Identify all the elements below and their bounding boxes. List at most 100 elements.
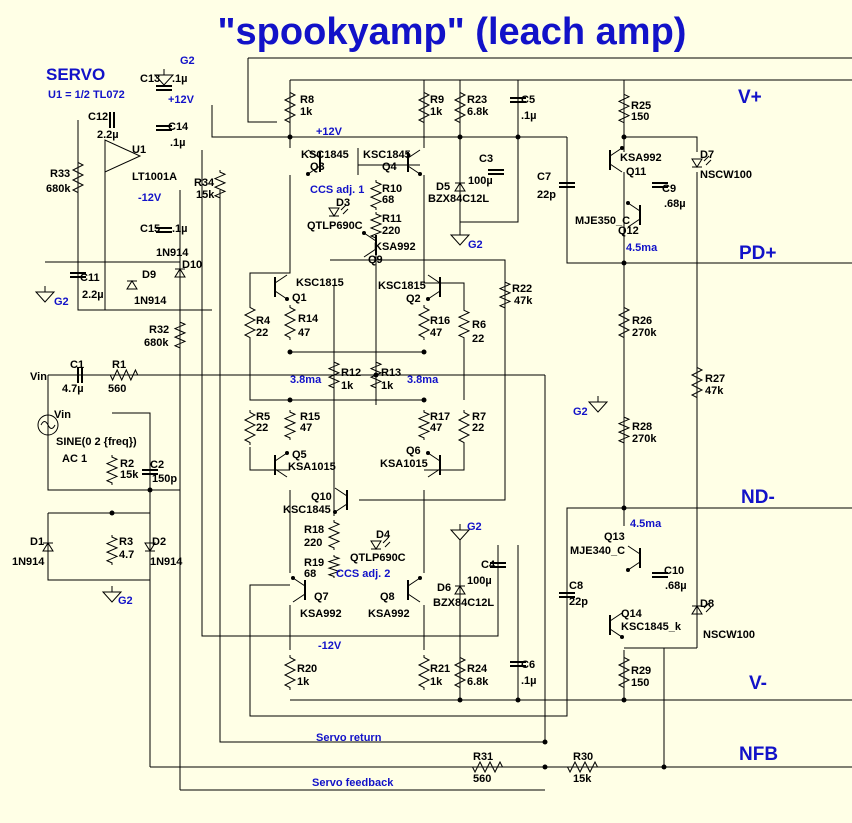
sine-spec: SINE(0 2 {freq}) — [56, 436, 137, 448]
u1-part: LT1001A — [132, 171, 177, 183]
servo-return-label: Servo return — [316, 732, 382, 744]
r27-value: 47k — [705, 385, 724, 397]
servo-return — [219, 190, 546, 743]
r14-ref: R14 — [298, 313, 319, 325]
sine-source — [37, 414, 59, 436]
transistor-q5 — [274, 451, 289, 478]
q12-ref: Q12 — [618, 225, 639, 237]
c2-ref: C2 — [150, 459, 164, 471]
p12-rail — [211, 105, 567, 138]
led-d8 — [691, 602, 712, 615]
r18-value: 220 — [304, 537, 322, 549]
junction — [542, 739, 548, 745]
resistor-r15 — [283, 410, 297, 440]
capacitor-c8 — [559, 592, 575, 598]
transistor-q13 — [626, 545, 641, 572]
r11-ref: R11 — [382, 213, 402, 225]
c5-value: .1µ — [521, 110, 537, 122]
transistor-q14 — [609, 612, 624, 639]
r20-ref: R20 — [297, 663, 317, 675]
q2-part: KSC1815 — [378, 280, 426, 292]
c7-value: 22p — [537, 189, 556, 201]
r33-ref: R33 — [50, 168, 70, 180]
r25-value: 150 — [631, 111, 649, 123]
diode-d10 — [174, 268, 186, 278]
c9-ref: C9 — [662, 183, 676, 195]
c2-value: 150p — [152, 473, 177, 485]
r2-ref: R2 — [120, 458, 134, 470]
r6-ref: R6 — [472, 319, 486, 331]
net-ndminus: ND- — [741, 487, 775, 508]
resistor-r20 — [283, 655, 297, 690]
resistor-r1 — [108, 368, 140, 382]
resistor-r8 — [283, 90, 297, 125]
d4-part: QTLP690C — [350, 552, 406, 564]
resistor-r18 — [327, 520, 341, 550]
d8-part: NSCW100 — [703, 629, 755, 641]
vin-source-label: Vin — [54, 409, 71, 421]
transistor-q10 — [333, 487, 348, 514]
resistor-r23 — [453, 90, 467, 125]
r12-ref: R12 — [341, 367, 361, 379]
c14-ref: C14 — [168, 121, 189, 133]
q5-ref: Q5 — [292, 449, 307, 461]
current-q13: 4.5ma — [630, 518, 662, 530]
r21-ref: R21 — [430, 663, 450, 675]
r29-ref: R29 — [631, 665, 651, 677]
q8-ref: Q8 — [380, 591, 395, 603]
r17-ref: R17 — [430, 411, 450, 423]
g2-label-input: G2 — [118, 595, 133, 607]
q2-ref: Q2 — [406, 293, 421, 305]
resistor-r13 — [369, 360, 383, 390]
junction — [147, 487, 153, 493]
resistor-r32 — [173, 320, 187, 350]
q11-part: KSA992 — [620, 152, 662, 164]
capacitor-c10 — [652, 572, 668, 578]
r18-ref: R18 — [304, 524, 324, 536]
resistor-r17 — [417, 410, 431, 440]
d9-ref: D9 — [142, 269, 156, 281]
c15-value: .1µ — [172, 223, 188, 235]
r5-value: 22 — [256, 422, 268, 434]
wire — [330, 259, 506, 501]
junction — [421, 397, 427, 403]
d2-ref: D2 — [152, 536, 166, 548]
junction — [661, 764, 667, 770]
d3-ref: D3 — [336, 197, 350, 209]
c9-value: .68µ — [664, 198, 686, 210]
ccs-adj-2: CCS adj. 2 — [336, 568, 390, 580]
c8-ref: C8 — [569, 580, 583, 592]
title: "spookyamp" (leach amp) — [218, 11, 687, 53]
diode-d1 — [42, 542, 54, 552]
q14-ref: Q14 — [621, 608, 643, 620]
transistor-q9 — [362, 231, 377, 258]
zener-d6 — [454, 585, 466, 595]
r8-value: 1k — [300, 106, 313, 118]
opamp-u1 — [104, 139, 142, 173]
g2-label-servo: G2 — [54, 296, 69, 308]
transistor-q1 — [274, 274, 289, 301]
q9-ref: Q9 — [368, 254, 383, 266]
q1-ref: Q1 — [292, 292, 307, 304]
wire — [460, 80, 519, 223]
wire — [112, 412, 151, 767]
r14-value: 47 — [298, 327, 310, 339]
c7-ref: C7 — [537, 171, 551, 183]
junction — [287, 349, 293, 355]
r6-value: 22 — [472, 333, 484, 345]
resistor-r3 — [105, 535, 119, 565]
g2-label-d6: G2 — [467, 521, 482, 533]
junction — [542, 764, 548, 770]
r32-value: 680k — [144, 337, 169, 349]
resistor-r16 — [417, 305, 431, 340]
net-vminus: V- — [749, 673, 767, 694]
resistor-r4 — [243, 305, 257, 340]
pdplus-rail — [566, 137, 852, 264]
r4-ref: R4 — [256, 315, 271, 327]
led-d7 — [691, 155, 712, 168]
m12-label-main: -12V — [318, 640, 342, 652]
resistor-r33 — [71, 160, 85, 195]
r34-ref: R34 — [194, 177, 215, 189]
r13-value: 1k — [381, 380, 394, 392]
transistor-q6 — [426, 451, 441, 478]
